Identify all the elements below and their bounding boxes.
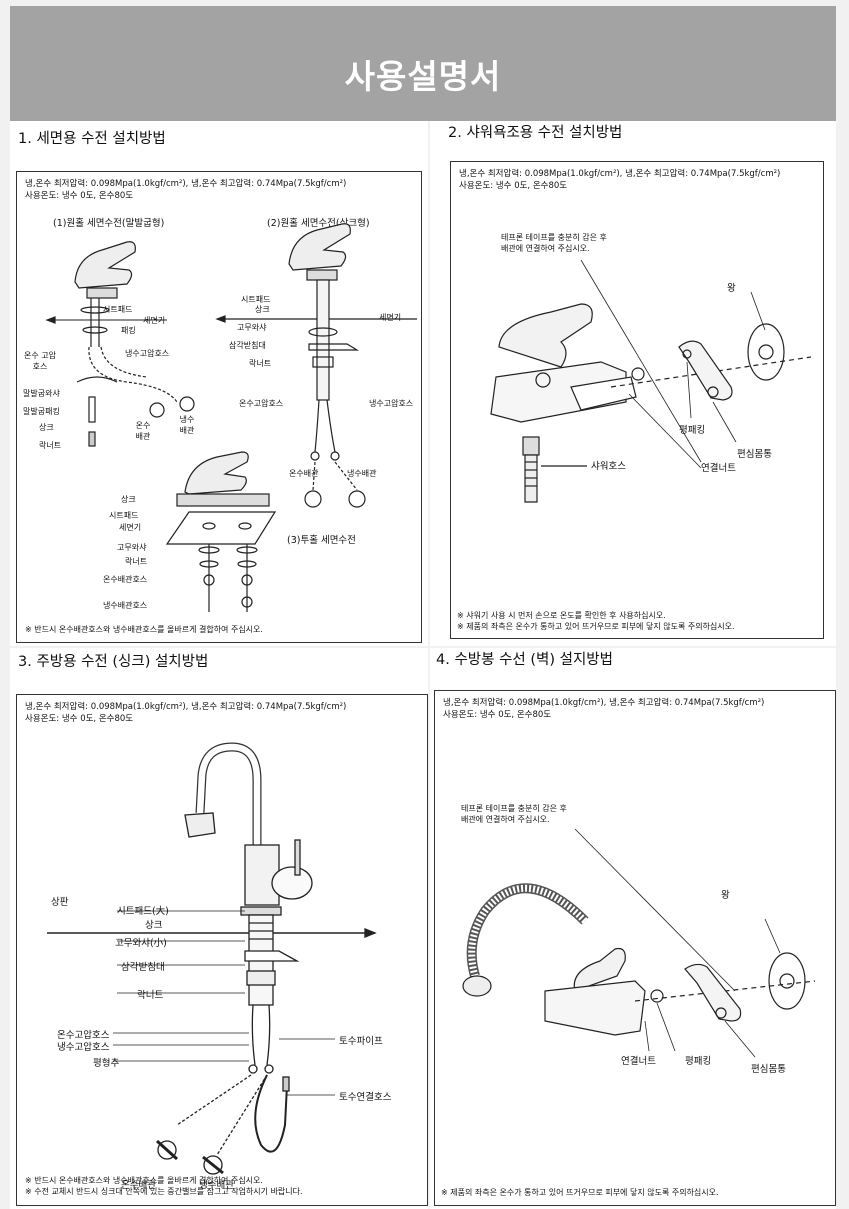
- note: ※ 제품의 좌측은 온수가 통하고 있어 뜨거우므로 피부에 닿지 않도록 주의…: [441, 1188, 719, 1197]
- tape-line-2: 배관에 연결하여 주십시오.: [461, 815, 550, 824]
- tape-line-1: 테프론 테이프를 충분히 감은 후: [501, 233, 607, 242]
- label-connection-nut: 연결너트: [701, 463, 736, 474]
- label-cold-pipe-hose-3: 냉수배관호스: [103, 601, 148, 610]
- note-2: ※ 제품의 좌측은 온수가 통하고 있어 뜨거우므로 피부에 닿지 않도록 주의…: [457, 622, 735, 631]
- spec-pressure: 냉,온수 최저압력: 0.098Mpa(1.0kgf/cm²), 냉,온수 최고…: [459, 169, 781, 179]
- spec-text: 냉,온수 최저압력: 0.098Mpa(1.0kgf/cm²), 냉,온수 최고…: [443, 697, 764, 721]
- subtitle-shank: (2)원홀 세면수전(상크형): [267, 218, 370, 229]
- label-eccentric-body: 편심몸통: [737, 449, 772, 460]
- label-hot-hose-2: 온수고압호스: [239, 399, 284, 408]
- section-title: 3. 주방용 수전 (싱크) 설치방법: [18, 654, 209, 670]
- label-locknut: 락너트: [39, 441, 62, 450]
- spec-temperature: 사용온도: 냉수 0도, 온수80도: [25, 191, 134, 201]
- label-hot-pipe-2: 온수배관: [289, 469, 319, 478]
- tape-line-1: 테프론 테이프를 충분히 감은 후: [461, 804, 567, 813]
- label-counterweight: 평형추: [93, 1058, 120, 1069]
- label-horseshoe-washer: 말발굽와샤: [23, 389, 60, 398]
- label-packing: 패킹: [121, 326, 136, 335]
- label-seat-pad-2: 시트패드: [241, 295, 271, 304]
- spec-temperature: 사용온도: 냉수 0도, 온수80도: [443, 710, 552, 720]
- label-locknut-2: 락너트: [249, 359, 272, 368]
- section-title: 1. 세면용 수전 설치방법: [18, 131, 166, 147]
- label-hot-hose: 온수고압호스: [57, 1030, 110, 1041]
- label-hot-pipe: 온수 배관: [135, 421, 151, 441]
- wall-faucet-diagram: [462, 828, 816, 1058]
- label-shank: 상크: [145, 920, 163, 931]
- note: ※ 반드시 온수배관호스와 냉수배관호스를 올바르게 결합하여 주십시오.: [25, 625, 263, 634]
- tape-instruction: 테프론 테이프를 충분히 감은 후 배관에 연결하여 주십시오.: [501, 232, 607, 254]
- subtitle-horseshoe: (1)원홀 세면수전(말발굽형): [53, 218, 165, 229]
- label-flange: 왕: [727, 283, 736, 294]
- label-shower-hose: 샤워호스: [591, 461, 626, 472]
- label-triangle-support-2: 삼각받침대: [229, 341, 266, 350]
- note-2: ※ 수전 교체시 반드시 싱크대 안쪽에 있는 중간밸브를 잠그고 작업하시기 …: [25, 1187, 303, 1196]
- label-connection-nut: 연결너트: [621, 1056, 656, 1067]
- label-basin: 세면기: [143, 316, 166, 325]
- label-hot-pipe: 온수배관: [121, 1180, 156, 1191]
- diagram-frame: 냉,온수 최저압력: 0.098Mpa(1.0kgf/cm²), 냉,온수 최고…: [16, 171, 422, 643]
- label-hot-pipe-hose-3: 온수배관호스: [103, 575, 148, 584]
- section-title: 4. 수방봉 수선 (벽) 설지방법: [436, 652, 613, 668]
- spec-temperature: 사용온도: 냉수 0도, 온수80도: [459, 181, 568, 191]
- label-hot-hose: 온수 고압호스: [24, 351, 56, 371]
- header-banner: 사용설명서: [10, 6, 836, 121]
- spec-pressure: 냉,온수 최저압력: 0.098Mpa(1.0kgf/cm²), 냉,온수 최고…: [25, 702, 347, 712]
- kitchen-faucet-diagram: [47, 742, 377, 1175]
- note-1: ※ 반드시 온수배관호스와 냉수배관호스를 올바르게 결합하여 주십시오.: [25, 1176, 263, 1185]
- label-locknut: 락너트: [137, 990, 164, 1001]
- label-cold-pipe: 냉수배관: [199, 1180, 234, 1191]
- spec-text: 냉,온수 최저압력: 0.098Mpa(1.0kgf/cm²), 냉,온수 최고…: [25, 178, 346, 202]
- label-spout-pipe: 토수파이프: [339, 1036, 383, 1047]
- label-countertop: 상판: [51, 897, 69, 908]
- label-flat-packing: 평패킹: [685, 1056, 712, 1067]
- label-flat-packing: 평패킹: [679, 425, 706, 436]
- shower-faucet-diagram: [490, 259, 812, 503]
- section-sink-basin: 1. 세면용 수전 설치방법 냉,온수 최저압력: 0.098Mpa(1.0kg…: [10, 121, 428, 646]
- label-cold-hose: 냉수고압호스: [57, 1042, 110, 1053]
- tape-line-2: 배관에 연결하여 주십시오.: [501, 244, 590, 253]
- notes: ※ 샤워기 사용 시 먼저 손으로 온도를 확인한 후 사용하십시오. ※ 제품…: [457, 610, 735, 632]
- label-rubber-washer-small: 고무와샤(小): [115, 938, 167, 949]
- section-shower-bath: 2. 샤워욕조용 수전 설치방법 냉,온수 최저압력: 0.098Mpa(1.0…: [430, 121, 836, 646]
- label-shank-2: 상크: [255, 305, 270, 314]
- note-1: ※ 샤워기 사용 시 먼저 손으로 온도를 확인한 후 사용하십시오.: [457, 611, 666, 620]
- label-flange: 왕: [721, 890, 730, 901]
- label-shank-3: 상크: [121, 495, 136, 504]
- label-cold-pipe-2: 냉수배관: [347, 469, 377, 478]
- section-title: 2. 샤워욕조용 수전 설치방법: [448, 125, 623, 141]
- label-horseshoe-packing: 말발굽패킹: [23, 407, 60, 416]
- label-cold-hose-2: 냉수고압호스: [369, 399, 414, 408]
- label-spout-hose: 토수연결호스: [339, 1092, 392, 1103]
- label-cold-pipe: 냉수 배관: [179, 415, 195, 435]
- spec-text: 냉,온수 최저압력: 0.098Mpa(1.0kgf/cm²), 냉,온수 최고…: [25, 701, 346, 725]
- spec-text: 냉,온수 최저압력: 0.098Mpa(1.0kgf/cm²), 냉,온수 최고…: [459, 168, 780, 192]
- label-seat-pad-3: 시트패드: [109, 511, 139, 520]
- label-basin-3: 세면기: [119, 523, 142, 532]
- section-kitchen-sink: 3. 주방용 수전 (싱크) 설치방법 냉,온수 최저압력: 0.098Mpa(…: [10, 648, 428, 1209]
- spec-temperature: 사용온도: 냉수 0도, 온수80도: [25, 714, 134, 724]
- diagram-frame: 냉,온수 최저압력: 0.098Mpa(1.0kgf/cm²), 냉,온수 최고…: [16, 694, 428, 1206]
- label-locknut-3: 락너트: [125, 557, 148, 566]
- faucet-diagram-1: [45, 223, 417, 612]
- label-shank: 상크: [39, 423, 54, 432]
- label-seat-pad-large: 시트패드(大): [117, 906, 169, 917]
- spec-pressure: 냉,온수 최저압력: 0.098Mpa(1.0kgf/cm²), 냉,온수 최고…: [25, 179, 347, 189]
- label-rubber-washer-3: 고무와샤: [117, 543, 147, 552]
- diagram-frame: 냉,온수 최저압력: 0.098Mpa(1.0kgf/cm²), 냉,온수 최고…: [450, 161, 824, 639]
- label-eccentric-body: 편심몸통: [751, 1064, 786, 1075]
- notes: ※ 반드시 온수배관호스와 냉수배관호스를 올바르게 결합하여 주십시오. ※ …: [25, 1175, 303, 1197]
- label-triangle-support: 삼각받침대: [121, 962, 165, 973]
- label-cold-hose: 냉수고압호스: [125, 349, 170, 358]
- subtitle-two-hole: (3)투홀 세면수전: [287, 535, 356, 546]
- label-seat-pad: 시트패드: [103, 305, 133, 314]
- tape-instruction: 테프론 테이프를 충분히 감은 후 배관에 연결하여 주십시오.: [461, 803, 567, 825]
- page-title: 사용설명서: [344, 57, 502, 96]
- spec-pressure: 냉,온수 최저압력: 0.098Mpa(1.0kgf/cm²), 냉,온수 최고…: [443, 698, 765, 708]
- diagram-frame: 냉,온수 최저압력: 0.098Mpa(1.0kgf/cm²), 냉,온수 최고…: [434, 690, 836, 1206]
- label-basin-2: 세면기: [379, 313, 402, 322]
- label-rubber-washer-2: 고무와샤: [237, 323, 267, 332]
- section-wall-faucet: 4. 수방봉 수선 (벽) 설지방법 냉,온수 최저압력: 0.098Mpa(1…: [430, 648, 836, 1209]
